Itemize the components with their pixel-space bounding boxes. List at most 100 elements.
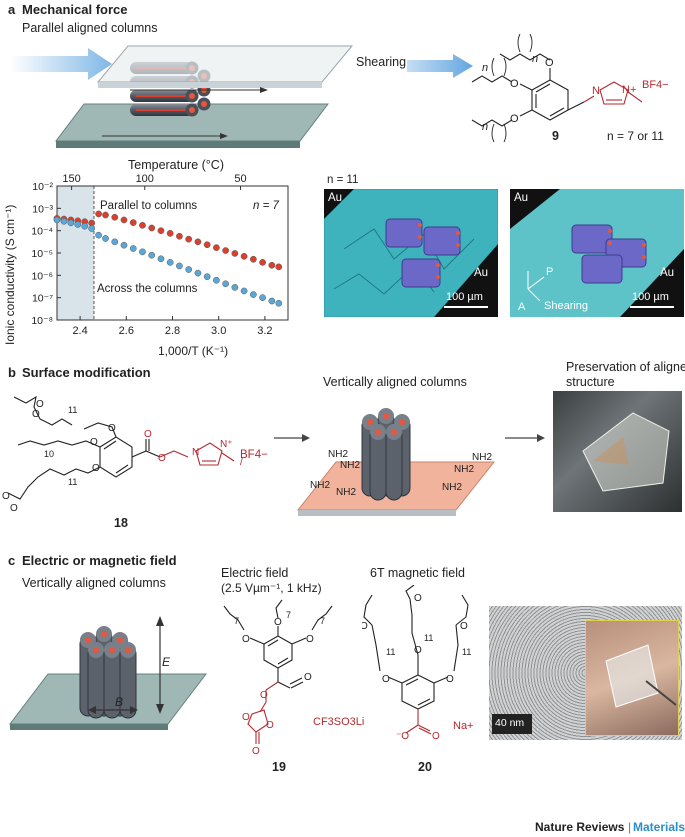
data-point bbox=[167, 230, 173, 236]
data-point bbox=[195, 270, 201, 276]
svg-text:N⁺: N⁺ bbox=[220, 439, 233, 450]
data-point bbox=[89, 225, 95, 231]
section-a-subtitle: Parallel aligned columns bbox=[22, 21, 158, 35]
section-b-title: Surface modification bbox=[22, 365, 151, 380]
data-point bbox=[61, 218, 67, 224]
top-tick-label: 150 bbox=[62, 173, 80, 185]
section-a-letter: a bbox=[8, 2, 15, 17]
svg-text:O: O bbox=[460, 621, 468, 632]
data-point bbox=[276, 300, 282, 306]
x-tick-label: 3.0 bbox=[211, 325, 226, 337]
x-tick-label: 2.6 bbox=[119, 325, 134, 337]
svg-text:N: N bbox=[192, 447, 199, 458]
scale-bar-right: 100 µm bbox=[632, 291, 669, 303]
y-tick-label: 10⁻⁵ bbox=[31, 248, 53, 260]
journal-name: Nature Reviews bbox=[535, 820, 624, 834]
data-point bbox=[223, 281, 229, 287]
preservation-caption-1: Preservation of aligned bbox=[566, 360, 685, 374]
y-tick-label: 10⁻⁴ bbox=[31, 226, 53, 238]
svg-text:O: O bbox=[252, 746, 260, 757]
data-point bbox=[102, 235, 108, 241]
y-tick-label: 10⁻² bbox=[32, 181, 53, 193]
svg-text:7: 7 bbox=[320, 616, 325, 626]
svg-text:11: 11 bbox=[68, 405, 77, 415]
data-point bbox=[112, 214, 118, 220]
svg-text:⁻O: ⁻O bbox=[396, 731, 409, 742]
tem-scale-bar: 40 nm bbox=[495, 717, 524, 729]
journal-separator: | bbox=[628, 820, 631, 834]
data-point bbox=[75, 221, 81, 227]
data-point bbox=[121, 242, 127, 248]
magnetic-field-label: 6T magnetic field bbox=[370, 566, 465, 580]
nh2-7: NH2 bbox=[442, 482, 462, 493]
chart-x-axis-label: 1,000/T (K⁻¹) bbox=[158, 344, 228, 358]
journal-section: Materials bbox=[633, 820, 685, 834]
data-point bbox=[68, 220, 74, 226]
svg-text:O: O bbox=[510, 78, 519, 90]
electric-field-label: Electric field bbox=[221, 566, 288, 580]
section-c-subtitle: Vertically aligned columns bbox=[22, 576, 166, 590]
au-label-top: Au bbox=[328, 192, 342, 204]
nh2-1: NH2 bbox=[328, 449, 348, 460]
data-point bbox=[95, 211, 101, 217]
svg-text:O: O bbox=[304, 672, 312, 683]
svg-text:O: O bbox=[90, 437, 98, 448]
electric-field-conditions: (2.5 Vµm⁻¹, 1 kHz) bbox=[221, 581, 322, 595]
data-point bbox=[158, 228, 164, 234]
nh2-2: NH2 bbox=[340, 460, 360, 471]
data-point bbox=[158, 256, 164, 262]
top-tick-label: 50 bbox=[234, 173, 246, 185]
svg-text:O: O bbox=[2, 491, 10, 502]
data-point bbox=[223, 247, 229, 253]
nh2-3: NH2 bbox=[310, 480, 330, 491]
left-shear-arrow bbox=[10, 48, 112, 80]
svg-text:O: O bbox=[414, 593, 422, 604]
data-point bbox=[232, 250, 238, 256]
data-point bbox=[259, 295, 265, 301]
vertical-columns-substrate-b bbox=[290, 392, 500, 518]
top-tick-label: 100 bbox=[136, 173, 154, 185]
nh2-4: NH2 bbox=[336, 487, 356, 498]
data-point bbox=[250, 256, 256, 262]
svg-text:O: O bbox=[92, 463, 100, 474]
compound-18-number: 18 bbox=[114, 516, 128, 530]
data-point bbox=[186, 266, 192, 272]
svg-text:10: 10 bbox=[44, 449, 54, 459]
svg-text:N: N bbox=[592, 85, 600, 97]
film-photo bbox=[553, 391, 682, 512]
data-point bbox=[195, 239, 201, 245]
svg-text:7: 7 bbox=[234, 616, 239, 626]
compound-18-structure: OO 11 10 11 OOO OO OO NN⁺ / bbox=[0, 395, 280, 515]
x-tick-label: 3.2 bbox=[257, 325, 272, 337]
data-point bbox=[130, 220, 136, 226]
svg-text:O: O bbox=[306, 634, 314, 645]
svg-text:O: O bbox=[446, 674, 454, 685]
polarizer-label: P bbox=[546, 266, 553, 278]
data-point bbox=[204, 274, 210, 280]
compound-20-number: 20 bbox=[418, 760, 432, 774]
micrograph-right: Au Au P A Shearing 100 µm bbox=[510, 189, 684, 317]
data-point bbox=[149, 252, 155, 258]
section-b-letter: b bbox=[8, 365, 16, 380]
ordered-phase-shading bbox=[57, 186, 94, 320]
tem-image: 40 nm bbox=[489, 606, 682, 740]
vertical-columns-caption-b: Vertically aligned columns bbox=[323, 375, 467, 389]
svg-text:n: n bbox=[532, 53, 538, 65]
svg-text:O: O bbox=[10, 503, 18, 514]
data-point bbox=[250, 291, 256, 297]
svg-text:O: O bbox=[510, 113, 519, 125]
y-tick-label: 10⁻⁶ bbox=[31, 270, 53, 282]
y-tick-label: 10⁻⁷ bbox=[32, 293, 53, 305]
nh2-6: NH2 bbox=[472, 452, 492, 463]
svg-text:7: 7 bbox=[286, 610, 291, 620]
svg-text:11: 11 bbox=[386, 647, 395, 657]
data-point bbox=[139, 249, 145, 255]
section-c-letter: c bbox=[8, 553, 15, 568]
b-field-label: B bbox=[115, 695, 123, 709]
e-field-label: E bbox=[162, 655, 170, 669]
svg-text:O: O bbox=[242, 712, 250, 723]
svg-text:O: O bbox=[144, 429, 152, 440]
compound-19-number: 19 bbox=[272, 760, 286, 774]
data-point bbox=[213, 245, 219, 251]
arrow-b-2 bbox=[503, 430, 547, 446]
